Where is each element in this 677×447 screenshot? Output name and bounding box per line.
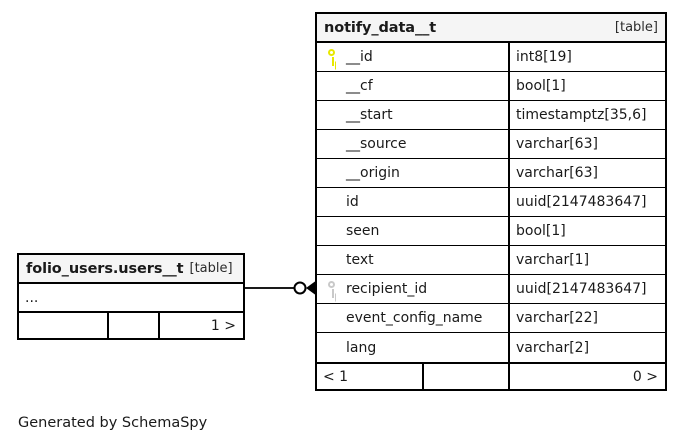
column-name-label: recipient_id [346,281,428,297]
column-name-cell: seen [317,217,510,245]
column-type-cell: uuid[2147483647] [516,281,647,297]
footer-outgoing-count: 0 > [632,368,658,385]
table-row[interactable]: __id int8[19] [317,43,665,72]
column-type-cell: varchar[2] [516,339,590,356]
table-header: notify_data__t [table] [317,14,665,43]
column-name-label: event_config_name [346,310,483,326]
column-name-cell: __id [317,43,510,71]
key-slot-empty [323,251,343,269]
column-type-cell: timestamptz[35,6] [516,107,647,123]
column-type-cell: varchar[63] [516,136,598,152]
footer-outgoing-count: 1 > [210,317,236,334]
key-slot-empty [323,135,343,153]
footer-incoming-count: < 1 [317,364,424,389]
column-type-cell: bool[1] [516,78,566,94]
relationship-connector-svg [245,280,317,296]
key-slot-empty [323,222,343,240]
column-name-cell: recipient_id [317,275,510,303]
column-name-label: __cf [346,78,373,94]
column-name-cell: __source [317,130,510,158]
column-name-cell: __cf [317,72,510,100]
table-title: folio_users.users__t [26,260,184,277]
key-slot-empty [323,193,343,211]
table-collapsed-ellipsis: ... [25,289,39,306]
primary-key-slot [323,48,343,66]
column-name-cell: event_config_name [317,304,510,332]
column-name-label: __origin [346,165,400,181]
table-row[interactable]: event_config_name varchar[22] [317,304,665,333]
table-column-list: __id int8[19] __cf bool[1] __start timestampt… [317,43,665,362]
table-header: folio_users.users__t [table] [19,255,243,284]
key-slot-empty [323,164,343,182]
column-name-label: seen [346,223,380,239]
column-name-cell: lang [317,333,510,362]
table-row[interactable]: __source varchar[63] [317,130,665,159]
table-row[interactable]: text varchar[1] [317,246,665,275]
column-name-cell: id [317,188,510,216]
key-slot-empty [323,309,343,327]
column-type-cell: varchar[63] [516,165,598,181]
column-name-label: lang [346,339,377,356]
key-slot-empty [323,106,343,124]
generated-by-caption: Generated by SchemaSpy [18,415,208,431]
column-name-label: text [346,252,374,268]
table-row[interactable]: lang varchar[2] [317,333,665,362]
table-kind-label: [table] [189,261,233,276]
footer-middle-cell [424,364,510,389]
table-row[interactable]: seen bool[1] [317,217,665,246]
key-slot-empty [323,339,343,357]
cardinality-optional-circle-icon [293,281,307,295]
table-title: notify_data__t [324,19,437,36]
column-name-cell: __start [317,101,510,129]
table-row[interactable]: __cf bool[1] [317,72,665,101]
column-name-label: __source [346,136,407,152]
column-type-cell: varchar[1] [516,252,590,268]
table-row[interactable]: __start timestamptz[35,6] [317,101,665,130]
column-type-cell: int8[19] [516,49,572,65]
table-row[interactable]: __origin varchar[63] [317,159,665,188]
column-type-cell: varchar[22] [516,310,598,326]
table-kind-label: [table] [614,20,658,35]
table-row[interactable]: recipient_id uuid[2147483647] [317,275,665,304]
key-slot-empty [323,77,343,95]
footer-incoming-count [19,313,109,338]
table-footer: 1 > [19,311,243,338]
primary-key-icon [328,49,335,66]
cardinality-arrowhead-icon [306,280,317,296]
column-name-cell: __origin [317,159,510,187]
column-name-label: __id [346,49,373,65]
table-footer: < 1 0 > [317,362,665,389]
foreign-key-slot [323,280,343,298]
foreign-key-icon [328,281,335,298]
column-type-cell: uuid[2147483647] [516,194,647,210]
column-name-label: __start [346,107,393,123]
footer-middle-cell [109,313,160,338]
column-name-label: id [346,194,359,210]
relationship-connector [245,272,317,304]
table-row[interactable]: id uuid[2147483647] [317,188,665,217]
column-name-cell: text [317,246,510,274]
column-type-cell: bool[1] [516,223,566,239]
table-node-folio-users-users-t[interactable]: folio_users.users__t [table] ... 1 > [17,253,245,340]
